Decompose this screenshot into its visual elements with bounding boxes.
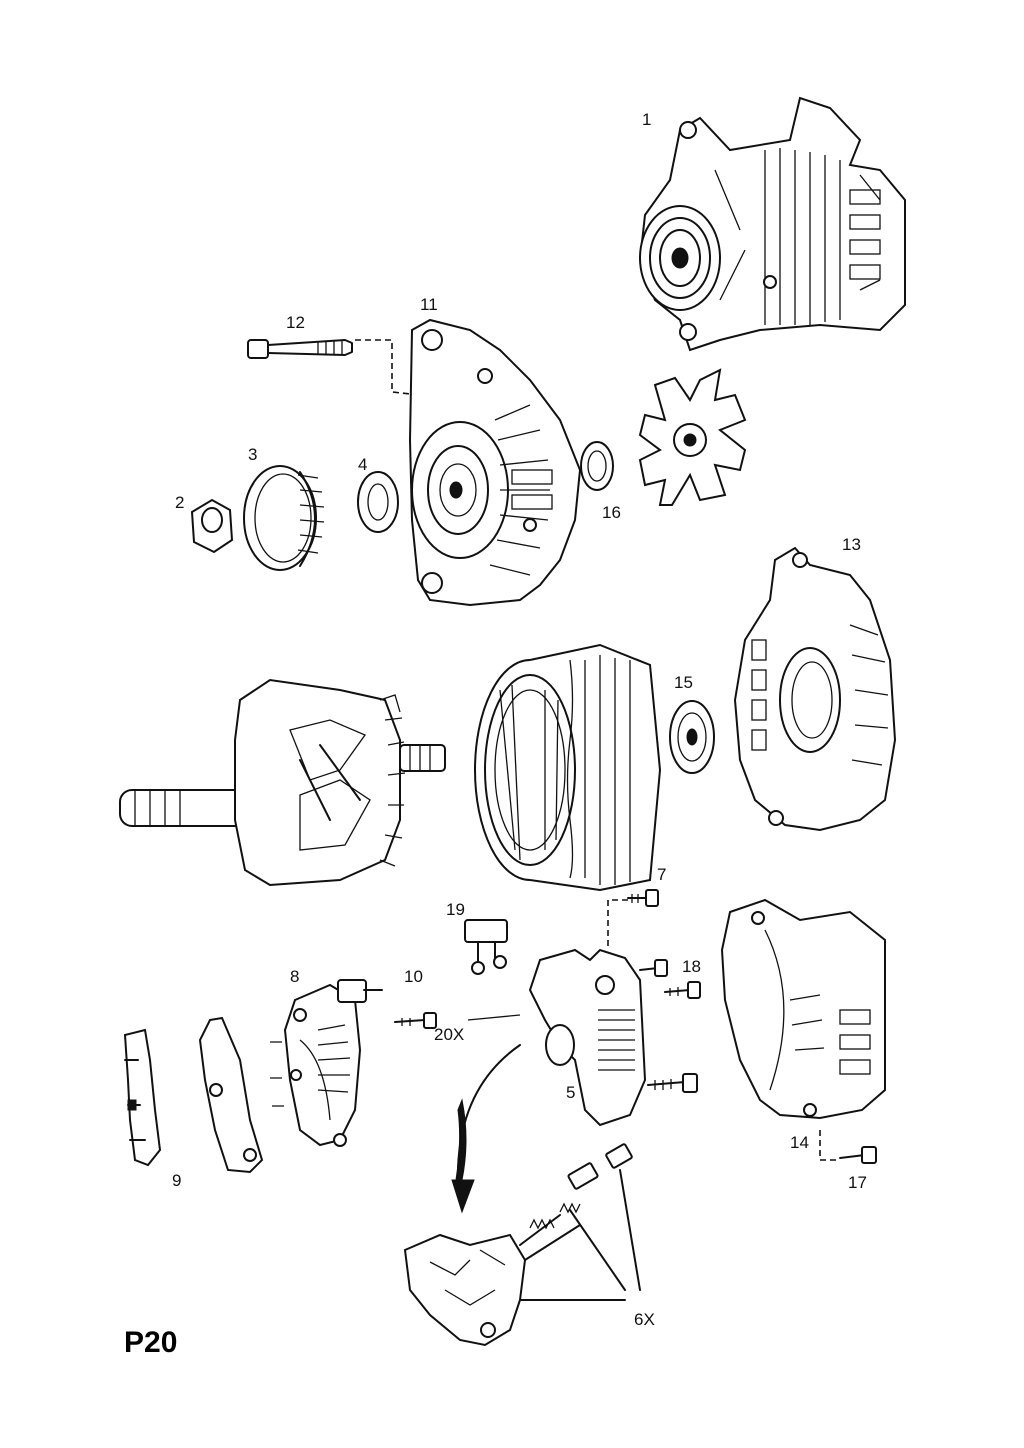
callout-11: 11 xyxy=(420,295,438,314)
detail-arrow xyxy=(451,1044,521,1214)
part-2-pulley-nut xyxy=(190,498,234,554)
callout-10: 10 xyxy=(404,967,423,986)
callout-20x: 20X xyxy=(434,1025,464,1044)
callout-14: 14 xyxy=(790,1133,809,1152)
callout-9: 9 xyxy=(172,1171,181,1190)
part-10-bolt xyxy=(394,1012,437,1029)
part-15-bearing xyxy=(669,700,715,774)
part-14-rear-cover xyxy=(720,898,886,1120)
callout-13: 13 xyxy=(842,535,861,554)
part-3-pulley xyxy=(243,465,325,571)
rotor-assembly xyxy=(119,678,446,887)
callout-15: 15 xyxy=(674,673,693,692)
part-9-bracket xyxy=(123,1028,162,1167)
stator xyxy=(474,643,662,892)
part-8-rectifier xyxy=(270,979,383,1147)
callout-16: 16 xyxy=(602,503,621,522)
callout-4: 4 xyxy=(358,455,367,474)
part-19-terminal xyxy=(464,919,508,975)
part-13-slip-ring-end-housing xyxy=(733,546,897,832)
insulator-plate xyxy=(198,1016,264,1174)
callout-18: 18 xyxy=(682,957,701,976)
page-code: P20 xyxy=(124,1326,177,1359)
part-5-regulator xyxy=(528,948,668,1127)
part-16-bearing xyxy=(580,441,614,491)
part-7-screw xyxy=(607,889,659,950)
part-12-through-bolt xyxy=(247,339,421,396)
part-17-screw xyxy=(819,1130,877,1164)
brush-holder-detail xyxy=(403,1143,641,1347)
fan-impeller xyxy=(638,368,747,506)
part-11-drive-end-housing xyxy=(408,318,582,607)
part-4-spacer xyxy=(357,471,399,533)
callout-7: 7 xyxy=(657,865,666,884)
callout-3: 3 xyxy=(248,445,257,464)
callout-2: 2 xyxy=(175,493,184,512)
callout-1: 1 xyxy=(642,110,651,129)
callout-12: 12 xyxy=(286,313,305,332)
part-18-screw-lower xyxy=(647,1073,698,1093)
callout-6x: 6X xyxy=(634,1310,655,1329)
part-1-alternator-assembly xyxy=(638,96,906,352)
part-18-screw xyxy=(664,981,701,999)
callout-5: 5 xyxy=(566,1083,575,1102)
callout-8: 8 xyxy=(290,967,299,986)
callout-17: 17 xyxy=(848,1173,867,1192)
callout-19: 19 xyxy=(446,900,465,919)
callout-leaders xyxy=(467,1014,521,1021)
